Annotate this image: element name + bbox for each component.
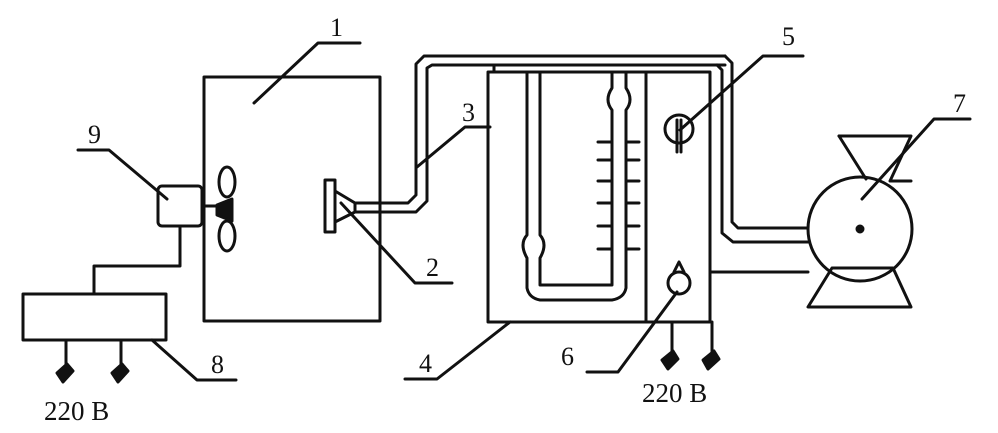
controller-box <box>21 292 168 342</box>
connecting-tube-inner <box>353 63 727 214</box>
switch-icon <box>666 260 692 296</box>
callout-1: 1 <box>330 13 343 42</box>
inlet-nozzle <box>323 178 357 234</box>
callout-9: 9 <box>88 120 101 149</box>
manometer-scale <box>596 140 641 251</box>
connecting-tube <box>353 54 727 205</box>
manometer-housing <box>486 70 712 324</box>
plug-icon <box>55 362 75 384</box>
callout-3: 3 <box>462 98 475 127</box>
supply-label-right: 220 В <box>642 378 707 408</box>
plug-icon <box>110 362 130 384</box>
callout-5: 5 <box>782 22 795 51</box>
supply-label-left: 220 В <box>44 396 109 426</box>
chamber <box>202 75 382 323</box>
control-wire <box>92 224 182 296</box>
pump-tube-inner <box>715 63 810 244</box>
callout-4: 4 <box>419 349 432 378</box>
plug-icon <box>660 349 680 371</box>
callout-6: 6 <box>561 342 574 371</box>
plug-icon <box>701 349 721 371</box>
callout-2: 2 <box>426 253 439 282</box>
leader-lines <box>76 41 972 382</box>
lamp-icon <box>663 113 695 154</box>
fan-motor <box>156 184 220 228</box>
fan-icon <box>215 165 237 253</box>
pump-tube <box>723 54 810 230</box>
pump <box>806 134 914 309</box>
callout-8: 8 <box>211 350 224 379</box>
callout-7: 7 <box>953 89 966 118</box>
u-tube <box>492 63 632 302</box>
